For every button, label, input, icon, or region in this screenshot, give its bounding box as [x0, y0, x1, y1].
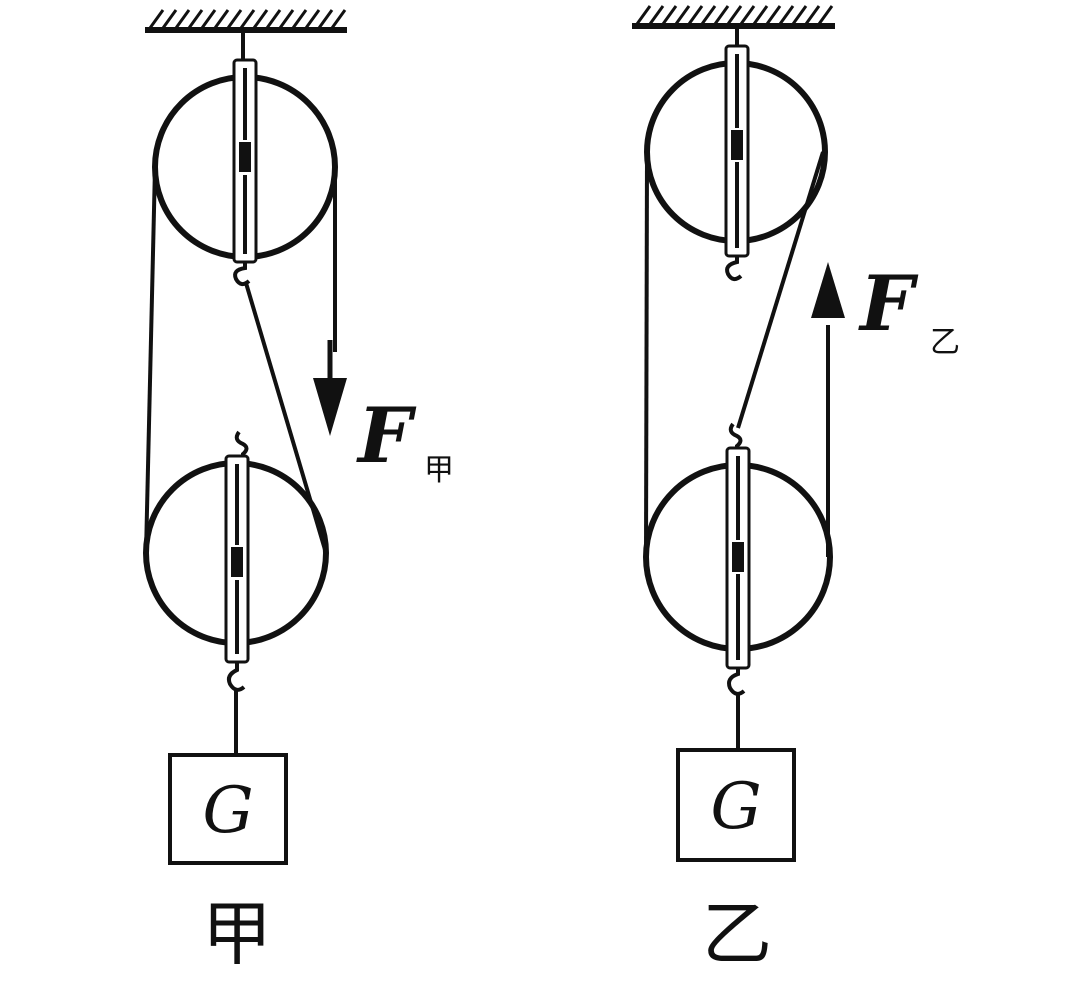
figure-jia: F 甲 G 甲 — [143, 9, 454, 975]
force-subscript-yi: 乙 — [930, 325, 960, 360]
force-arrow-jia — [313, 340, 347, 436]
fixed-pulley-frame-yi — [724, 44, 750, 258]
hook-movable-top-jia — [234, 430, 249, 460]
load-box-jia — [168, 753, 288, 865]
fixed-pulley-frame-jia — [232, 58, 258, 264]
figure-yi: F 乙 G 乙 — [632, 5, 960, 975]
figure-caption-jia: 甲 — [202, 893, 272, 975]
hook-movable-top-yi — [728, 422, 743, 452]
figure-caption-yi: 乙 — [702, 893, 772, 975]
load-box-yi — [676, 748, 796, 862]
rope-left-jia — [144, 166, 157, 554]
load-label-yi: G — [710, 770, 761, 844]
force-subscript-jia: 甲 — [424, 453, 454, 488]
load-label-jia: G — [202, 774, 253, 848]
rope-left-yi — [644, 151, 649, 558]
force-label-jia: F — [356, 391, 417, 480]
rope-diagonal-yi — [736, 151, 825, 429]
hook-upper-jia — [233, 262, 251, 286]
ceiling-jia — [145, 9, 347, 33]
ceiling-yi — [632, 5, 835, 29]
rope-diagonal-jia — [244, 282, 328, 554]
force-label-yi: F — [858, 259, 919, 348]
force-arrow-yi — [811, 262, 845, 318]
hook-movable-bottom-jia — [226, 662, 246, 692]
movable-pulley-frame-jia — [224, 454, 250, 664]
hook-movable-bottom-yi — [727, 668, 746, 696]
movable-pulley-frame-yi — [725, 446, 751, 670]
hook-upper-yi — [725, 256, 743, 281]
